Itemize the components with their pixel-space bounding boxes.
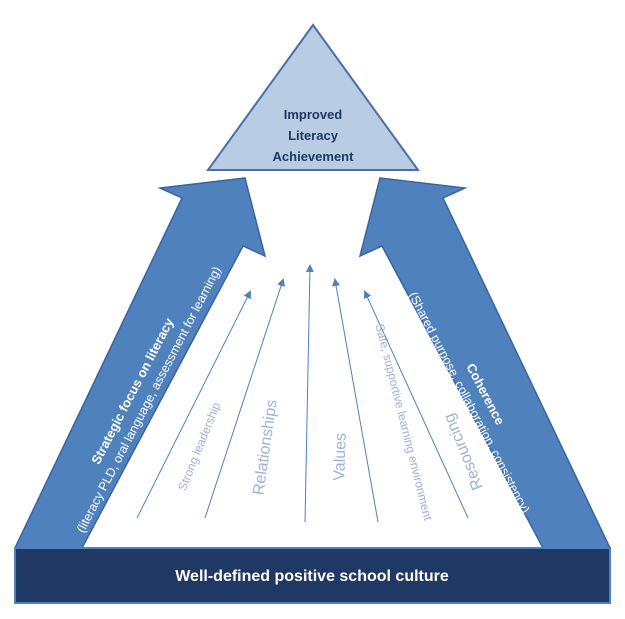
apex-line-2: Literacy	[288, 128, 339, 143]
thin-arrow-relationships	[204, 278, 285, 519]
factor-safe-environment: Safe, supportive learning environment	[373, 322, 436, 522]
base-bar	[14, 547, 611, 604]
thin-arrow-strong-leadership	[136, 290, 251, 519]
apex-line-3: Achievement	[273, 149, 355, 164]
left-arrow	[13, 177, 267, 549]
factor-relationships: Relationships	[250, 399, 280, 496]
thin-arrow-safe-environment	[332, 278, 379, 523]
apex-triangle	[206, 23, 420, 171]
factor-strong-leadership: Strong leadership	[175, 400, 223, 493]
thin-arrow-resourcing	[363, 290, 469, 519]
factor-values: Values	[331, 433, 350, 481]
base-label: Well-defined positive school culture	[175, 568, 449, 585]
right-arrow	[358, 177, 612, 549]
thin-arrow-values	[304, 264, 314, 523]
apex-line-1: Improved	[284, 107, 343, 122]
